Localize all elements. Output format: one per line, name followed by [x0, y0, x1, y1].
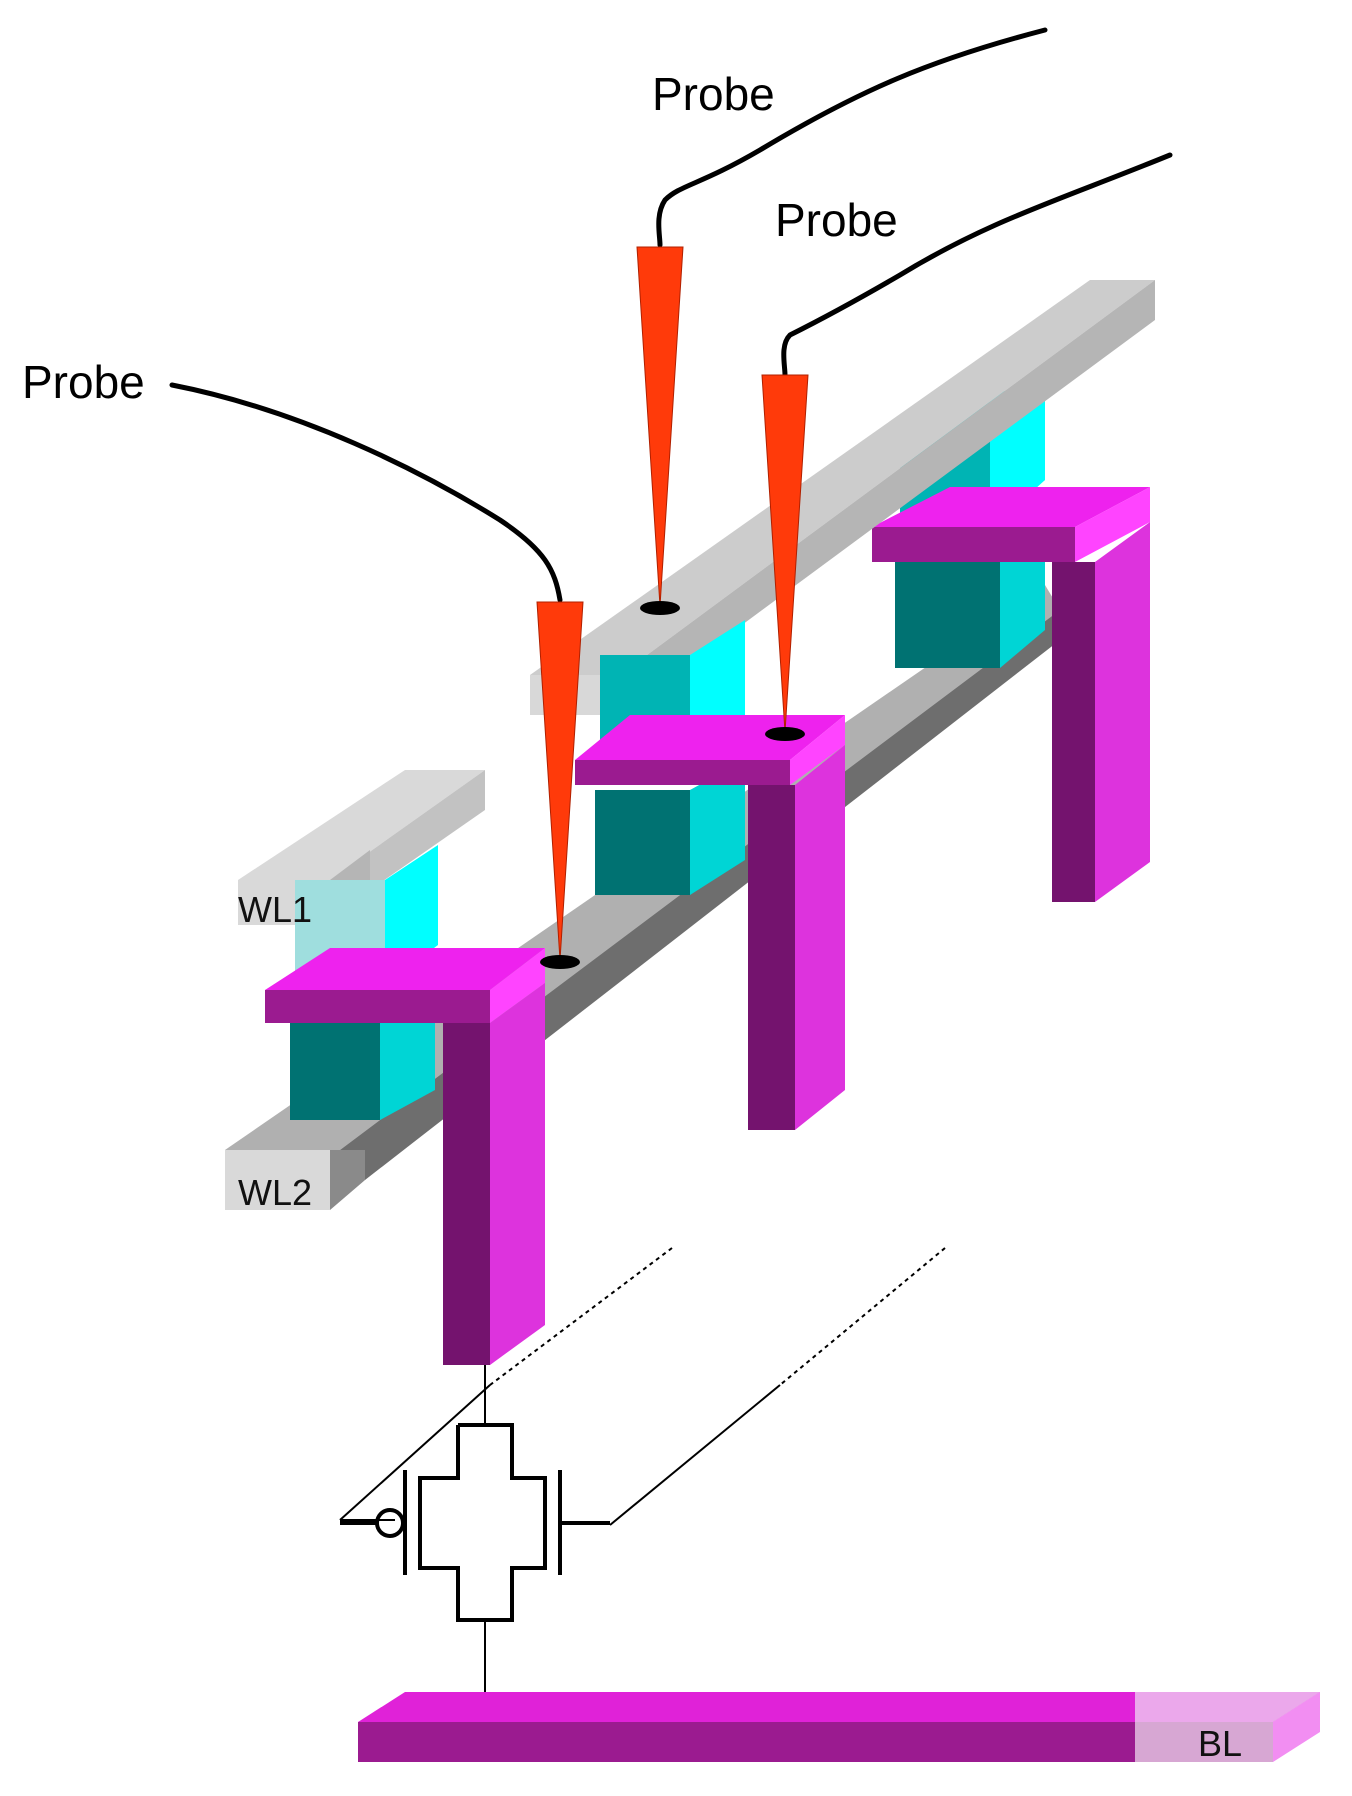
probe-label-left: Probe: [22, 356, 145, 408]
probe-label-top: Probe: [652, 68, 775, 120]
wl1-label: WL1: [238, 889, 312, 930]
probe-needle-icon: [761, 374, 809, 741]
cell-middle: [575, 620, 845, 1130]
bitline-bl: [358, 1692, 1320, 1762]
probe-label-right: Probe: [775, 194, 898, 246]
probe-wires: [169, 27, 1173, 603]
probe-needle-icon: [636, 246, 684, 615]
wl2-label: WL2: [238, 1172, 312, 1213]
transistor-symbol-icon: [340, 1423, 610, 1622]
connection-wires: [339, 1247, 946, 1700]
probe-needle-icon: [536, 601, 584, 969]
bl-label: BL: [1198, 1723, 1242, 1764]
cell-left: [265, 845, 545, 1365]
